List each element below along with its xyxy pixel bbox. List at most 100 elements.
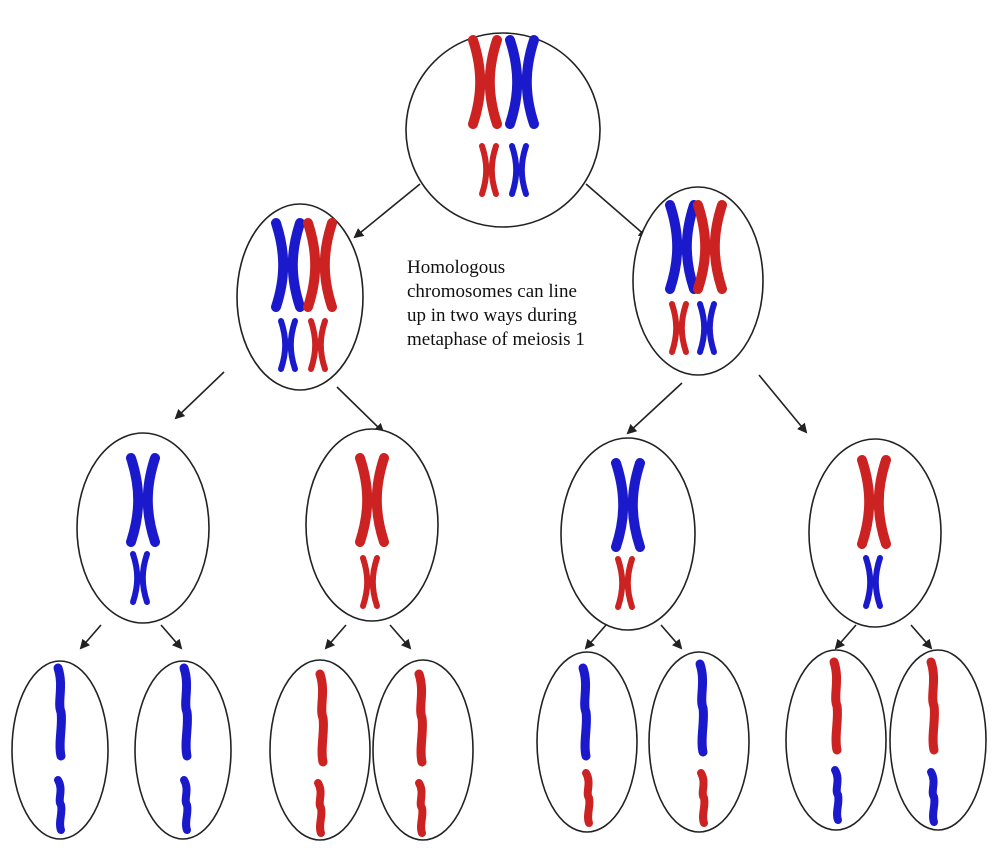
chromosome-large-blue-single bbox=[179, 663, 192, 761]
caption-line: up in two ways during bbox=[407, 305, 577, 326]
chromatid bbox=[414, 669, 427, 767]
chromosome-large-blue-single bbox=[578, 663, 591, 761]
centromere bbox=[676, 325, 682, 331]
centromere bbox=[283, 260, 293, 270]
chromosome-small-red-single bbox=[314, 779, 326, 837]
gamete-2 bbox=[134, 660, 232, 840]
centromere bbox=[138, 495, 148, 505]
chromosome-large-red-double bbox=[693, 200, 727, 294]
chromosome-small-blue-single bbox=[927, 768, 939, 826]
chromosome-large-blue-double bbox=[271, 218, 305, 312]
chromosome-large-red-single bbox=[414, 669, 427, 767]
chromosome-large-red-single bbox=[926, 657, 939, 755]
arrow bbox=[174, 371, 225, 420]
chromosome-large-red-single bbox=[315, 669, 328, 767]
gamete-3 bbox=[269, 659, 371, 841]
centromere bbox=[677, 242, 687, 252]
chromosome-small-red-single bbox=[415, 779, 427, 837]
chromatid bbox=[926, 657, 939, 755]
arrow bbox=[336, 386, 385, 434]
arrow bbox=[910, 624, 933, 650]
centromere bbox=[870, 579, 876, 585]
centromere bbox=[869, 497, 879, 507]
gamete-1 bbox=[11, 660, 109, 840]
chromosome-small-red-double bbox=[669, 301, 689, 355]
cell-membrane bbox=[305, 428, 439, 622]
meiosis1-left-cell bbox=[236, 203, 364, 391]
arrows-layer bbox=[79, 183, 933, 650]
daughter-cell-3 bbox=[560, 437, 696, 631]
chromatid bbox=[829, 657, 842, 755]
centromere bbox=[137, 575, 143, 581]
chromatid bbox=[315, 669, 328, 767]
cell-membrane bbox=[560, 437, 696, 631]
chromosome-large-blue-double bbox=[505, 35, 539, 129]
centromere bbox=[480, 77, 490, 87]
arrow bbox=[626, 382, 683, 435]
chromosome-small-red-double bbox=[479, 143, 499, 197]
arrow bbox=[758, 374, 808, 434]
arrow bbox=[834, 624, 857, 650]
arrow bbox=[353, 183, 421, 239]
gamete-5 bbox=[536, 651, 638, 833]
chromosome-small-red-single bbox=[582, 769, 594, 827]
arrow bbox=[79, 624, 102, 650]
parent-cell bbox=[405, 32, 601, 228]
daughter-cell-4 bbox=[808, 438, 942, 628]
chromosome-small-blue-single bbox=[180, 776, 192, 834]
centromere bbox=[285, 342, 291, 348]
chromosome-large-blue-double bbox=[665, 200, 699, 294]
centromere bbox=[622, 580, 628, 586]
centromere bbox=[486, 167, 492, 173]
gamete-8 bbox=[889, 649, 987, 831]
centromere bbox=[623, 500, 633, 510]
daughter-cell-2 bbox=[305, 428, 439, 622]
chromosome-large-red-double bbox=[857, 455, 891, 549]
chromatid bbox=[53, 663, 66, 761]
chromosome-large-red-double bbox=[303, 218, 337, 312]
cells-layer bbox=[11, 32, 987, 841]
centromere bbox=[315, 342, 321, 348]
chromosome-small-blue-single bbox=[831, 766, 843, 824]
chromosome-small-blue-double bbox=[697, 301, 717, 355]
caption-line: Homologous bbox=[407, 257, 506, 278]
chromatid bbox=[927, 768, 939, 826]
meiosis1-right-cell bbox=[632, 186, 764, 376]
chromatid bbox=[180, 776, 192, 834]
chromosome-large-red-single bbox=[829, 657, 842, 755]
chromosome-small-blue-double bbox=[130, 551, 150, 605]
chromatid bbox=[697, 769, 709, 827]
chromosome-small-red-double bbox=[308, 318, 328, 372]
arrow bbox=[160, 624, 183, 650]
daughter-cell-1 bbox=[76, 432, 210, 624]
chromatid bbox=[179, 663, 192, 761]
chromatid bbox=[314, 779, 326, 837]
gamete-6 bbox=[648, 651, 750, 833]
caption-line: metaphase of meiosis 1 bbox=[407, 329, 585, 350]
arrow bbox=[585, 183, 649, 239]
gamete-7 bbox=[785, 649, 887, 831]
centromere bbox=[517, 77, 527, 87]
centromere bbox=[367, 579, 373, 585]
chromosome-small-blue-double bbox=[509, 143, 529, 197]
chromosome-small-blue-single bbox=[54, 776, 66, 834]
arrow bbox=[389, 624, 412, 650]
chromosome-small-blue-double bbox=[278, 318, 298, 372]
cell-membrane bbox=[808, 438, 942, 628]
cell-membrane bbox=[405, 32, 601, 228]
chromosome-small-blue-double bbox=[863, 555, 883, 609]
cell-membrane bbox=[76, 432, 210, 624]
chromosome-large-blue-single bbox=[695, 659, 708, 757]
arrow bbox=[660, 624, 683, 650]
chromosome-large-red-double bbox=[355, 453, 389, 547]
chromosome-large-red-double bbox=[468, 35, 502, 129]
centromere bbox=[367, 495, 377, 505]
centromere bbox=[315, 260, 325, 270]
chromosome-large-blue-double bbox=[611, 458, 645, 552]
chromosome-small-red-single bbox=[697, 769, 709, 827]
caption-line: chromosomes can line bbox=[407, 281, 577, 302]
chromatid bbox=[578, 663, 591, 761]
chromosome-small-red-double bbox=[360, 555, 380, 609]
arrow bbox=[584, 624, 607, 650]
